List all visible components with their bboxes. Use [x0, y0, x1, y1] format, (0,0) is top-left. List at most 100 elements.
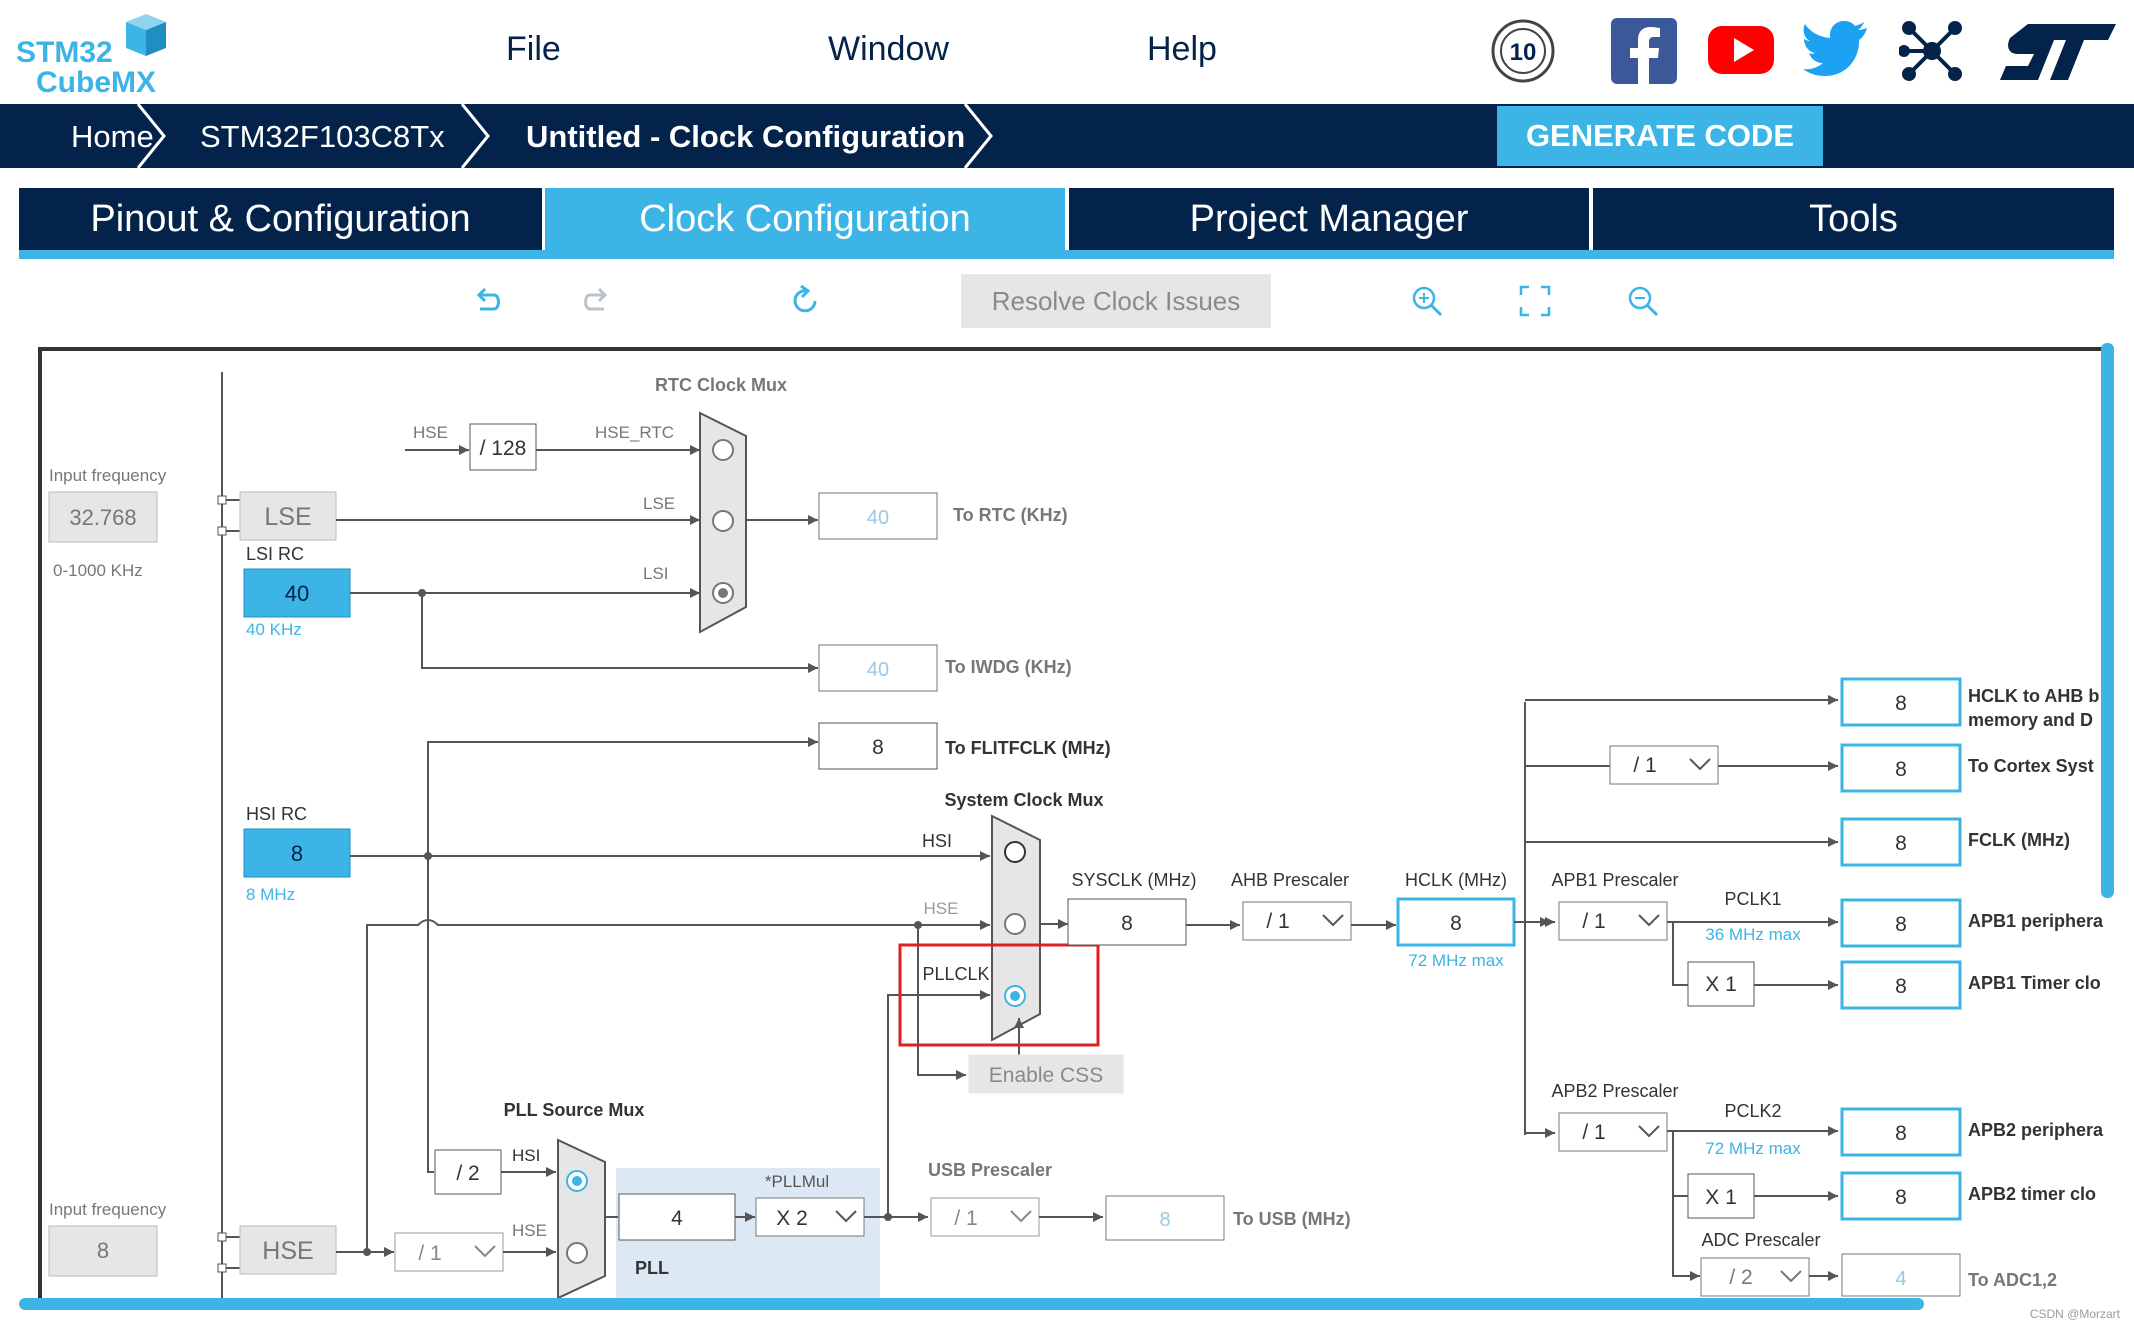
- refresh-icon[interactable]: [787, 283, 823, 319]
- network-icon[interactable]: [1899, 18, 1965, 84]
- adc-output-box: [1841, 1253, 1961, 1297]
- menu-file[interactable]: File: [506, 30, 561, 68]
- pll-src-option-hse[interactable]: [566, 1242, 588, 1264]
- rtc-hse-divider[interactable]: [469, 423, 537, 471]
- rtc-mux-option-hse[interactable]: [712, 439, 734, 461]
- youtube-icon[interactable]: [1708, 22, 1774, 78]
- ahb-prescaler-value: / 1: [1266, 910, 1289, 933]
- pll-source-mux-title: PLL Source Mux: [504, 1100, 645, 1120]
- chevron-down-icon: [1689, 758, 1711, 771]
- lse-block[interactable]: [239, 491, 337, 541]
- app-logo: STM32 CubeMX: [16, 6, 166, 99]
- lse-input-value: 32.768: [69, 505, 136, 530]
- flitf-output-box: [818, 722, 938, 770]
- flitf-label: To FLITFCLK (MHz): [945, 738, 1111, 758]
- chevron-down-icon: [1322, 914, 1344, 927]
- generate-code-button[interactable]: GENERATE CODE: [1497, 106, 1823, 166]
- pll-hsi-divider: [434, 1149, 502, 1195]
- breadcrumb-home[interactable]: Home: [71, 119, 154, 154]
- output-label: To Cortex Syst: [1968, 756, 2094, 776]
- resolve-clock-issues-button[interactable]: Resolve Clock Issues: [961, 274, 1271, 328]
- hsi-title: HSI RC: [246, 804, 307, 824]
- lsi-block[interactable]: [243, 568, 351, 618]
- pll-mul-select[interactable]: [755, 1197, 865, 1237]
- sysclk-value: 8: [1121, 912, 1133, 935]
- usb-output-value: 8: [1159, 1209, 1170, 1231]
- vertical-scrollbar[interactable]: [2101, 343, 2114, 898]
- adc-prescaler-select[interactable]: [1700, 1257, 1810, 1297]
- tab-tools[interactable]: Tools: [1593, 188, 2114, 250]
- pclk1-label: PCLK1: [1724, 889, 1781, 909]
- output-label: APB1 periphera: [1968, 911, 2104, 931]
- hse-prediv-select[interactable]: [394, 1232, 504, 1272]
- tab-clock[interactable]: Clock Configuration: [545, 188, 1065, 250]
- lse-input-box[interactable]: [48, 491, 158, 543]
- output-value: 8: [1895, 1186, 1907, 1209]
- zoom-out-icon[interactable]: [1625, 283, 1661, 319]
- apb1-mult-value: X 1: [1705, 973, 1737, 996]
- menu-window[interactable]: Window: [828, 30, 949, 68]
- rtc-div-value: / 128: [480, 437, 527, 460]
- anniversary-label: 10: [1510, 39, 1537, 66]
- output-box-fclk[interactable]: [1840, 817, 1962, 867]
- logo-line1: STM32: [16, 36, 113, 69]
- undo-icon[interactable]: [470, 283, 506, 319]
- output-box-apb2-periph[interactable]: [1840, 1107, 1962, 1157]
- apb2-max: 72 MHz max: [1705, 1139, 1801, 1158]
- twitter-icon[interactable]: [1803, 20, 1869, 80]
- sysclk-box[interactable]: [1067, 898, 1187, 946]
- pclk2-label: PCLK2: [1724, 1101, 1781, 1121]
- sysmux-option-hsi[interactable]: [1004, 841, 1026, 863]
- chevron-down-icon: [474, 1245, 496, 1258]
- hse-block[interactable]: [239, 1225, 337, 1275]
- horizontal-scrollbar[interactable]: [19, 1298, 1924, 1310]
- tab-pinout[interactable]: Pinout & Configuration: [19, 188, 542, 250]
- output-value: 8: [1895, 832, 1907, 855]
- tab-project-manager[interactable]: Project Manager: [1069, 188, 1589, 250]
- adc-output-label: To ADC1,2: [1968, 1270, 2057, 1290]
- hsi-block[interactable]: [243, 828, 351, 878]
- st-logo-icon[interactable]: [1998, 22, 2118, 82]
- breadcrumb-page[interactable]: Untitled - Clock Configuration: [526, 119, 966, 154]
- rtc-mux-option-lse[interactable]: [712, 510, 734, 532]
- zoom-in-icon[interactable]: [1409, 283, 1445, 319]
- apb2-mult-value: X 1: [1705, 1186, 1737, 1209]
- main-tabs: Pinout & Configuration Clock Configurati…: [19, 188, 2114, 250]
- output-box-apb1-periph[interactable]: [1840, 898, 1962, 948]
- output-box-apb1-timer[interactable]: [1840, 960, 1962, 1010]
- usb-output-label: To USB (MHz): [1233, 1209, 1351, 1229]
- adc-prescaler-value: / 2: [1729, 1266, 1752, 1289]
- apb2-prescaler-select[interactable]: [1558, 1112, 1668, 1152]
- sysmux-option-hse[interactable]: [1004, 913, 1026, 935]
- ahb-prescaler-select[interactable]: [1242, 901, 1352, 941]
- hse-input-box[interactable]: [48, 1225, 158, 1277]
- pll-label: PLL: [635, 1258, 669, 1278]
- breadcrumb-device[interactable]: STM32F103C8Tx: [200, 119, 445, 154]
- output-box-cortex[interactable]: [1840, 743, 1962, 793]
- usb-prescaler-select[interactable]: [930, 1197, 1040, 1237]
- enable-css-button[interactable]: [968, 1054, 1124, 1094]
- top-bar: STM32 CubeMX File Window Help 10: [0, 0, 2134, 104]
- hsi-sub: 8 MHz: [246, 885, 295, 904]
- anniversary-10-years-icon[interactable]: 10: [1490, 18, 1556, 84]
- hse-input-label: Input frequency: [49, 1200, 167, 1219]
- output-box-apb2-timer[interactable]: [1840, 1171, 1962, 1221]
- facebook-icon[interactable]: [1611, 18, 1677, 84]
- output-value: 8: [1895, 975, 1907, 998]
- hse-input-value: 8: [97, 1238, 109, 1263]
- pll-source-mux[interactable]: [557, 1138, 606, 1300]
- apb1-prescaler-select[interactable]: [1558, 901, 1668, 941]
- chevron-down-icon: [1010, 1210, 1032, 1223]
- fit-screen-icon[interactable]: [1517, 283, 1553, 319]
- usb-prescaler-label: USB Prescaler: [928, 1160, 1052, 1180]
- output-label-line2: memory and D: [1968, 710, 2093, 730]
- breadcrumb-arrows: [136, 104, 993, 168]
- menu-help[interactable]: Help: [1147, 30, 1217, 68]
- cortex-prescaler-select[interactable]: [1609, 745, 1719, 785]
- hsi-value: 8: [291, 841, 303, 866]
- sysclk-label: SYSCLK (MHz): [1071, 870, 1196, 890]
- lsi-sub: 40 KHz: [246, 620, 302, 639]
- output-box-hclk-ahb[interactable]: [1840, 677, 1962, 727]
- redo-icon[interactable]: [578, 283, 614, 319]
- chevron-down-icon: [1638, 1125, 1660, 1138]
